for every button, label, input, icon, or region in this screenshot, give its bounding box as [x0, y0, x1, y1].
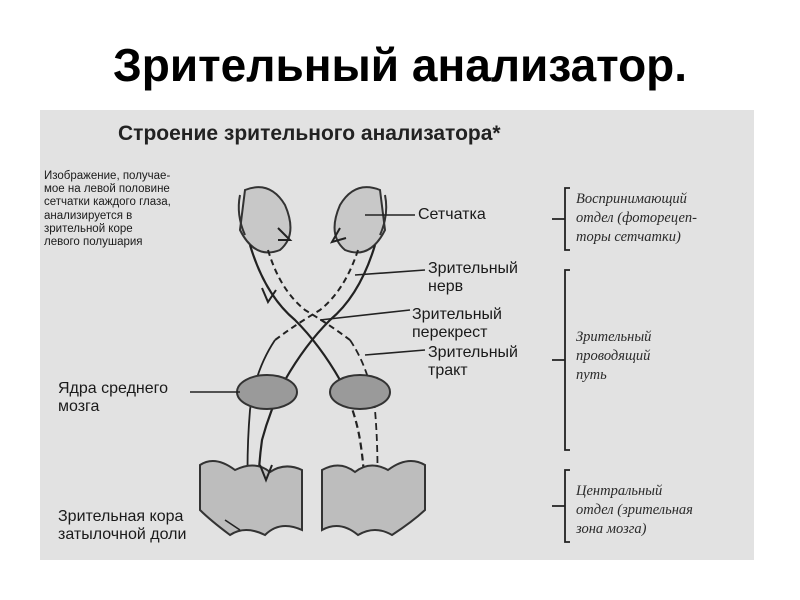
leader-cortex: [224, 519, 241, 531]
section-line: Центральный: [576, 483, 663, 499]
bracket-conducting: [552, 269, 570, 451]
section-perceiving: Воспринимающий отдел (фоторецеп- торы се…: [576, 190, 697, 247]
leader-chiasm: [319, 309, 411, 321]
label-tract: Зрительный тракт: [428, 344, 518, 381]
label-line: Зрительный: [428, 260, 518, 277]
label-line: перекрест: [412, 324, 488, 342]
left-eye-lens: [237, 194, 246, 236]
bracket-central: [552, 469, 570, 543]
diagram-figure: Строение зрительного анализатора* Изобра…: [40, 110, 754, 560]
label-line: Зрительный: [428, 344, 518, 361]
label-visual-cortex: Зрительная кора затылочной доли: [58, 508, 186, 545]
label-optic-nerve: Зрительный нерв: [428, 260, 518, 297]
left-nerve-inner: [267, 249, 351, 341]
right-occipital-cortex: [321, 460, 426, 537]
left-note-line: зрительной коре: [44, 222, 133, 235]
section-conducting: Зрительный проводящий путь: [576, 328, 651, 385]
left-note-line: анализируется в: [44, 209, 133, 222]
label-line: затылочной доли: [58, 526, 187, 544]
section-line: Воспринимающий: [576, 191, 687, 207]
figure-heading: Строение зрительного анализатора*: [118, 122, 501, 145]
left-note-line: сетчатки каждого глаза,: [44, 196, 171, 209]
label-line: Зрительная кора: [58, 508, 184, 525]
label-line: тракт: [428, 362, 468, 380]
left-eye-shape: [238, 186, 292, 254]
section-line: проводящий: [576, 347, 651, 364]
slide-title: Зрительный анализатор.: [112, 39, 688, 91]
section-central: Центральный отдел (зрительная зона мозга…: [576, 482, 693, 539]
section-line: Зрительный: [576, 329, 652, 345]
arrow-left-nerve: [261, 287, 277, 305]
right-midbrain-nucleus: [329, 374, 391, 410]
section-line: зона мозга): [576, 520, 647, 537]
right-nerve-outer: [284, 244, 377, 381]
left-note-line: левого полушария: [44, 236, 143, 249]
label-line: Ядра среднего: [58, 380, 169, 397]
label-retina: Сетчатка: [418, 206, 486, 223]
left-note-line: Изображение, получае-: [44, 170, 171, 182]
left-occipital-cortex: [199, 460, 303, 537]
right-nerve-inner: [274, 249, 359, 341]
right-tract-2: [349, 339, 379, 531]
leader-nerve: [354, 269, 426, 276]
arrow-left-eye: [277, 227, 293, 241]
arrow-right-eye: [329, 227, 347, 244]
right-eye-shape: [333, 186, 387, 254]
bracket-perceiving: [552, 187, 570, 251]
section-line: отдел (зрительная: [576, 501, 693, 518]
left-midbrain-nucleus: [236, 374, 298, 410]
leader-tract: [364, 349, 426, 356]
section-line: путь: [576, 366, 607, 383]
label-line: Зрительный: [412, 306, 502, 323]
arrow-cortex: [259, 464, 273, 483]
left-note: Изображение, получае- мое на левой полов…: [44, 170, 171, 249]
label-line: нерв: [428, 278, 464, 296]
left-note-line: мое на левой половине: [44, 183, 170, 196]
section-line: отдел (фоторецеп-: [576, 209, 697, 226]
label-midbrain-nuclei: Ядра среднего мозга: [58, 380, 168, 417]
visual-pathway-drawing: [190, 186, 570, 543]
section-line: торы сетчатки): [576, 228, 681, 245]
label-chiasm: Зрительный перекрест: [412, 306, 502, 343]
label-line: мозга: [58, 398, 100, 416]
left-nerve-outer: [248, 244, 341, 381]
